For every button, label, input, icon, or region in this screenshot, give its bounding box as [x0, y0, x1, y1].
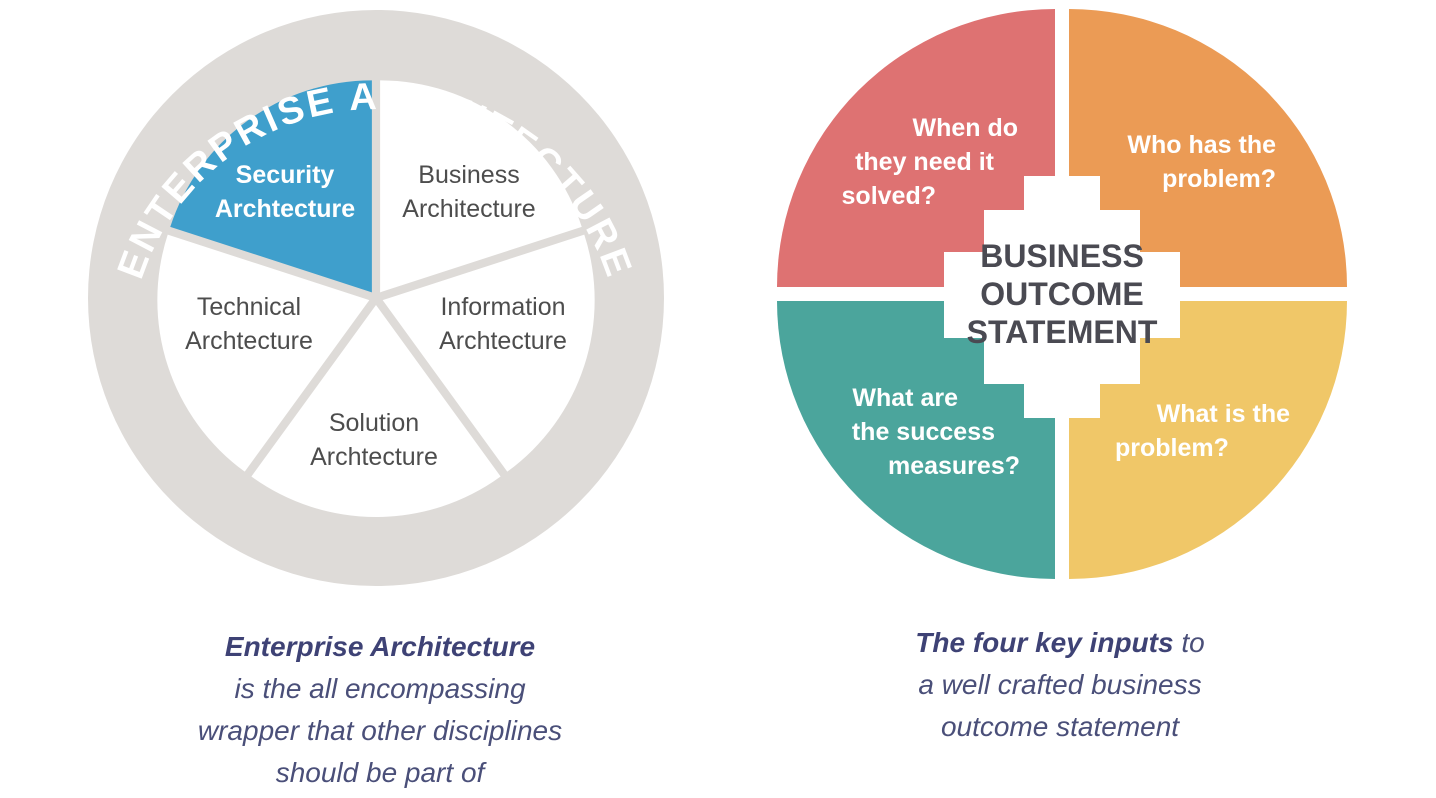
segment-technical — [157, 234, 370, 472]
quadrant-what-problem-label-1: What is the — [1157, 400, 1290, 428]
segment-solution-label-2: Archtecture — [310, 443, 438, 471]
segment-information — [382, 234, 595, 472]
segment-business-label-1: Business — [418, 161, 519, 189]
segment-business — [380, 80, 582, 293]
quadrant-who-label-1: Who has the — [1127, 131, 1276, 159]
caption-left-line-3: wrapper that other disciplines — [197, 715, 563, 746]
quadrant-when-label-1: When do — [912, 114, 1018, 142]
business-outcome-diagram: When do they need it solved? Who has the pro… — [777, 9, 1347, 579]
quadrant-what-problem-label-2: problem? — [1115, 434, 1229, 462]
segment-technical-label-1: Technical — [197, 293, 301, 321]
segment-security-label-2: Archtecture — [215, 195, 355, 223]
four-key-inputs-caption: The four key inputs to a well crafted bu… — [800, 622, 1320, 748]
caption-right-title: The four key inputs — [915, 627, 1174, 658]
quadrant-who-label-2: problem? — [1162, 165, 1276, 193]
quadrant-what-measures-label-1: What are — [852, 384, 958, 412]
segment-solution-label-1: Solution — [329, 409, 419, 437]
center-title: BUSINESS OUTCOME STATEMENT — [967, 238, 1158, 350]
quadrant-what-measures-label-2: the success — [852, 418, 995, 446]
caption-left-title: Enterprise Architecture — [224, 631, 536, 662]
enterprise-architecture-caption: Enterprise Architecture is the all encom… — [120, 626, 640, 794]
center-title-line-3: STATEMENT — [967, 314, 1158, 350]
quadrant-when-label-3: solved? — [842, 182, 936, 210]
segment-information-label-1: Information — [440, 293, 565, 321]
segment-business-label-2: Architecture — [402, 195, 535, 223]
quadrant-what-measures-label-3: measures? — [888, 452, 1020, 480]
quadrant-when-label-2: they need it — [855, 148, 995, 176]
center-title-line-2: OUTCOME — [980, 276, 1144, 312]
caption-right-line-1: The four key inputs to — [800, 622, 1320, 664]
center-hub — [944, 176, 1180, 418]
caption-right-line-3: outcome statement — [940, 711, 1180, 742]
segment-solution — [251, 305, 501, 517]
caption-right-line-2: a well crafted business — [918, 669, 1202, 700]
segment-information-label-2: Archtecture — [439, 327, 567, 355]
center-title-line-1: BUSINESS — [980, 238, 1144, 274]
caption-left-line-2: is the all encompassing — [234, 673, 526, 704]
segment-security — [170, 80, 372, 293]
caption-left-line-4: should be part of — [275, 757, 485, 788]
caption-right-title-suffix: to — [1173, 627, 1205, 658]
segment-technical-label-2: Archtecture — [185, 327, 313, 355]
segment-security-label-1: Security — [236, 161, 335, 189]
